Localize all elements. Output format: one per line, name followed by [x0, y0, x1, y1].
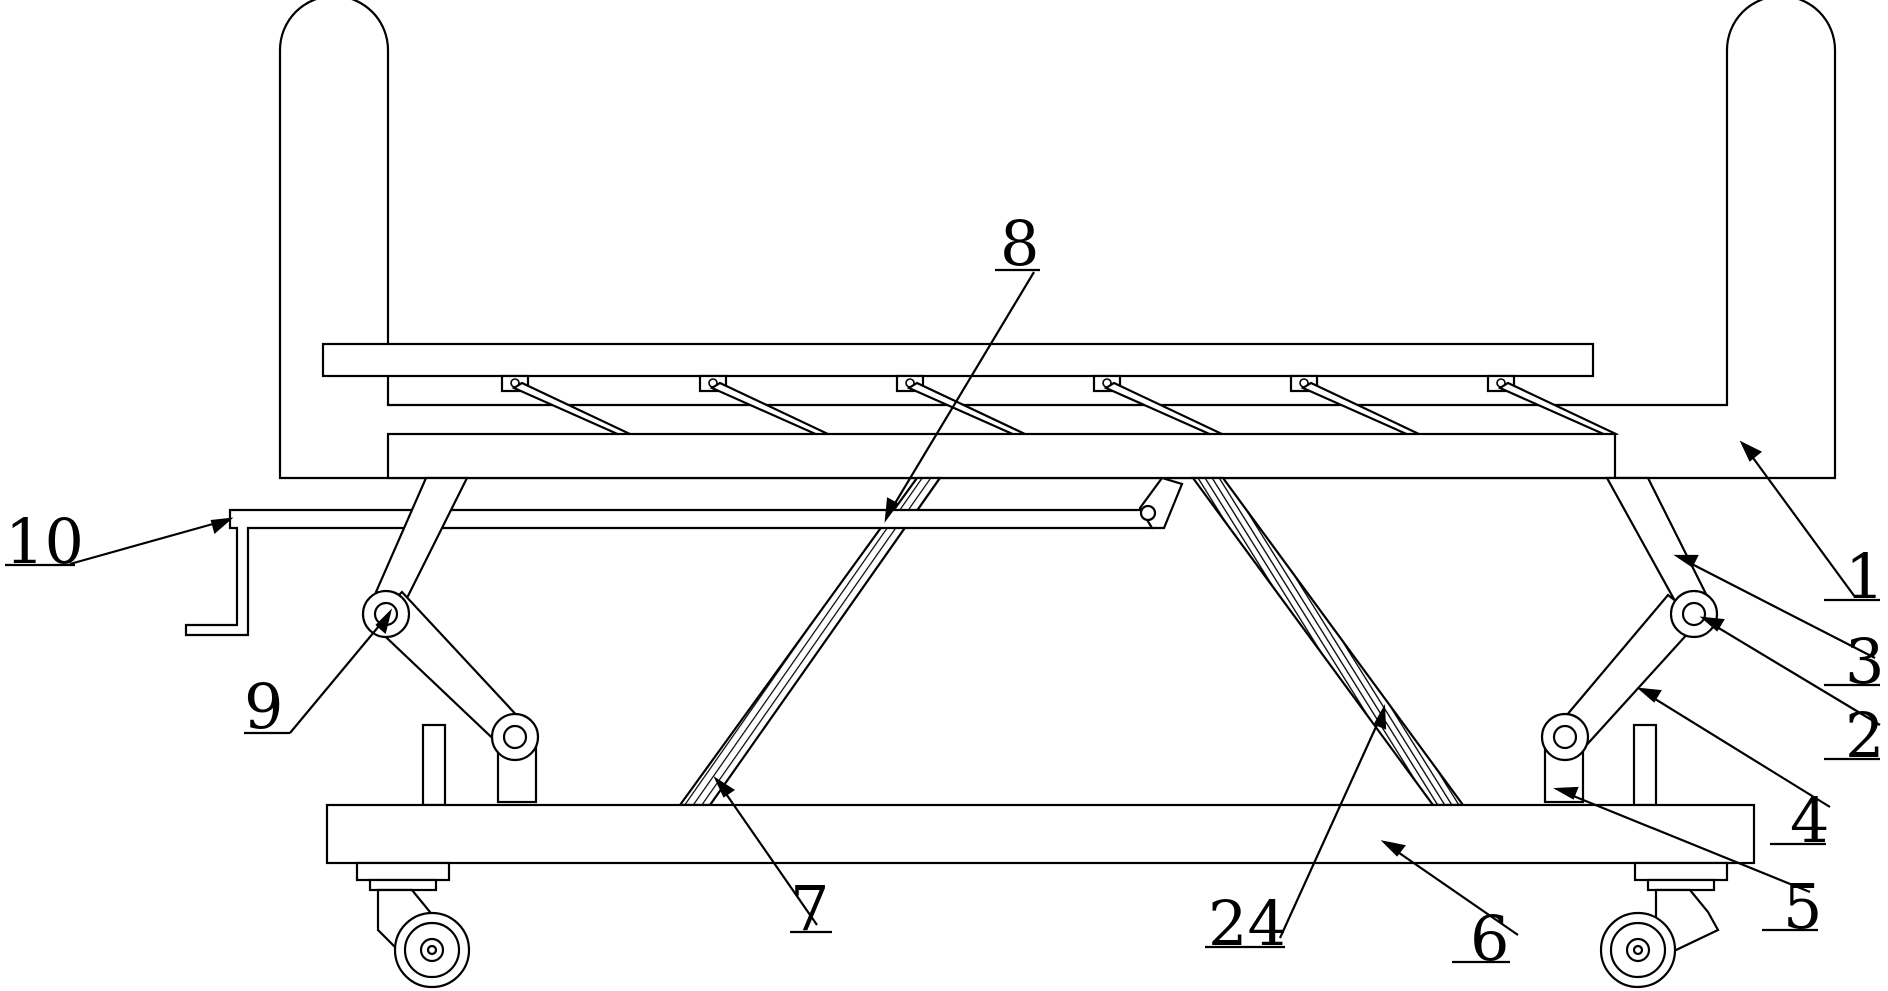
right-joint-inner: [1552, 724, 1578, 750]
left-caster-wheel: [355, 861, 471, 989]
lower-plate: [386, 432, 1617, 480]
left-guide-post: [421, 723, 447, 807]
crank-pivot: [1139, 504, 1157, 522]
label-5: 5: [1783, 870, 1822, 943]
label-24: 24: [1208, 887, 1287, 960]
left-joint-inner: [502, 724, 528, 750]
base-frame: [325, 803, 1756, 865]
label-3: 3: [1845, 625, 1884, 698]
label-8: 8: [1000, 207, 1039, 280]
reference-labels: 1 3 2 4 5 6 24 7 8 9 10: [5, 207, 1884, 975]
left-upper-arm: [374, 476, 469, 608]
label-7: 7: [790, 872, 829, 945]
label-10: 10: [5, 505, 84, 578]
label-6: 6: [1470, 902, 1509, 975]
leader-lines: [69, 271, 1881, 939]
label-4: 4: [1790, 784, 1829, 857]
bed-frame: [278, 0, 1837, 480]
top-plate: [321, 342, 1595, 378]
label-2: 2: [1845, 699, 1884, 772]
right-caster-wheel: [1599, 861, 1729, 989]
right-guide-post: [1632, 723, 1658, 807]
lead-screw-24: [1190, 476, 1466, 807]
label-9: 9: [244, 670, 283, 743]
crank-handle: [184, 508, 1154, 637]
slat-row: [500, 374, 1620, 438]
label-1: 1: [1845, 540, 1884, 613]
right-pulley-inner: [1681, 601, 1707, 627]
slat-3: [895, 374, 1029, 438]
